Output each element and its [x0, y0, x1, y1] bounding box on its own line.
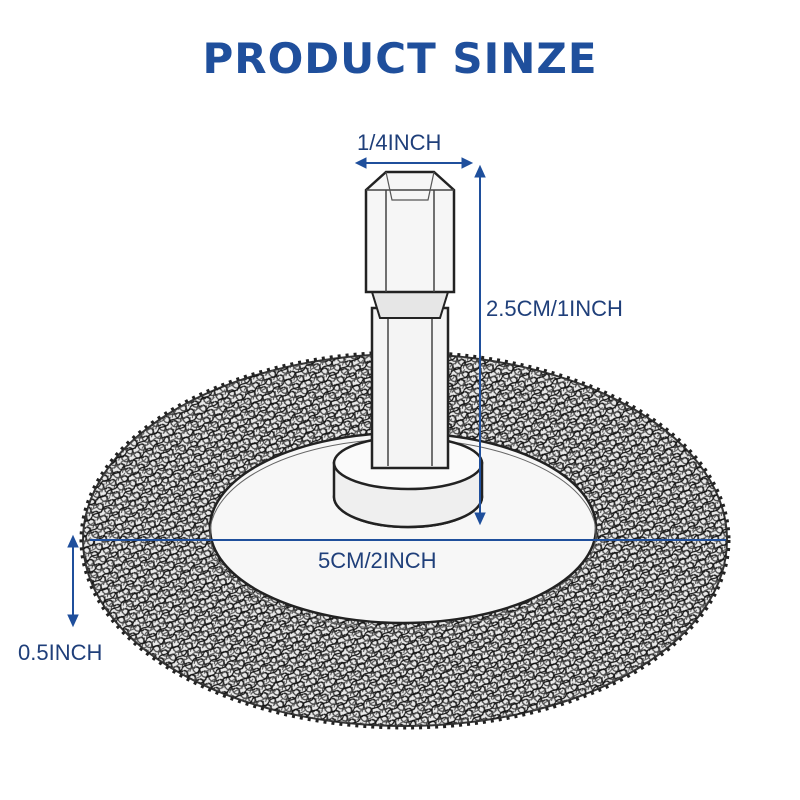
dimension-lines	[67, 157, 726, 628]
shank-width-label: 1/4INCH	[357, 130, 442, 155]
page-title: PRODUCT SINZE	[202, 34, 598, 83]
brush-thickness-label: 0.5INCH	[18, 640, 103, 665]
shank-length-label: 2.5CM/1INCH	[486, 296, 623, 321]
hex-shank	[332, 170, 484, 529]
brush-diameter-label: 5CM/2INCH	[318, 548, 437, 573]
